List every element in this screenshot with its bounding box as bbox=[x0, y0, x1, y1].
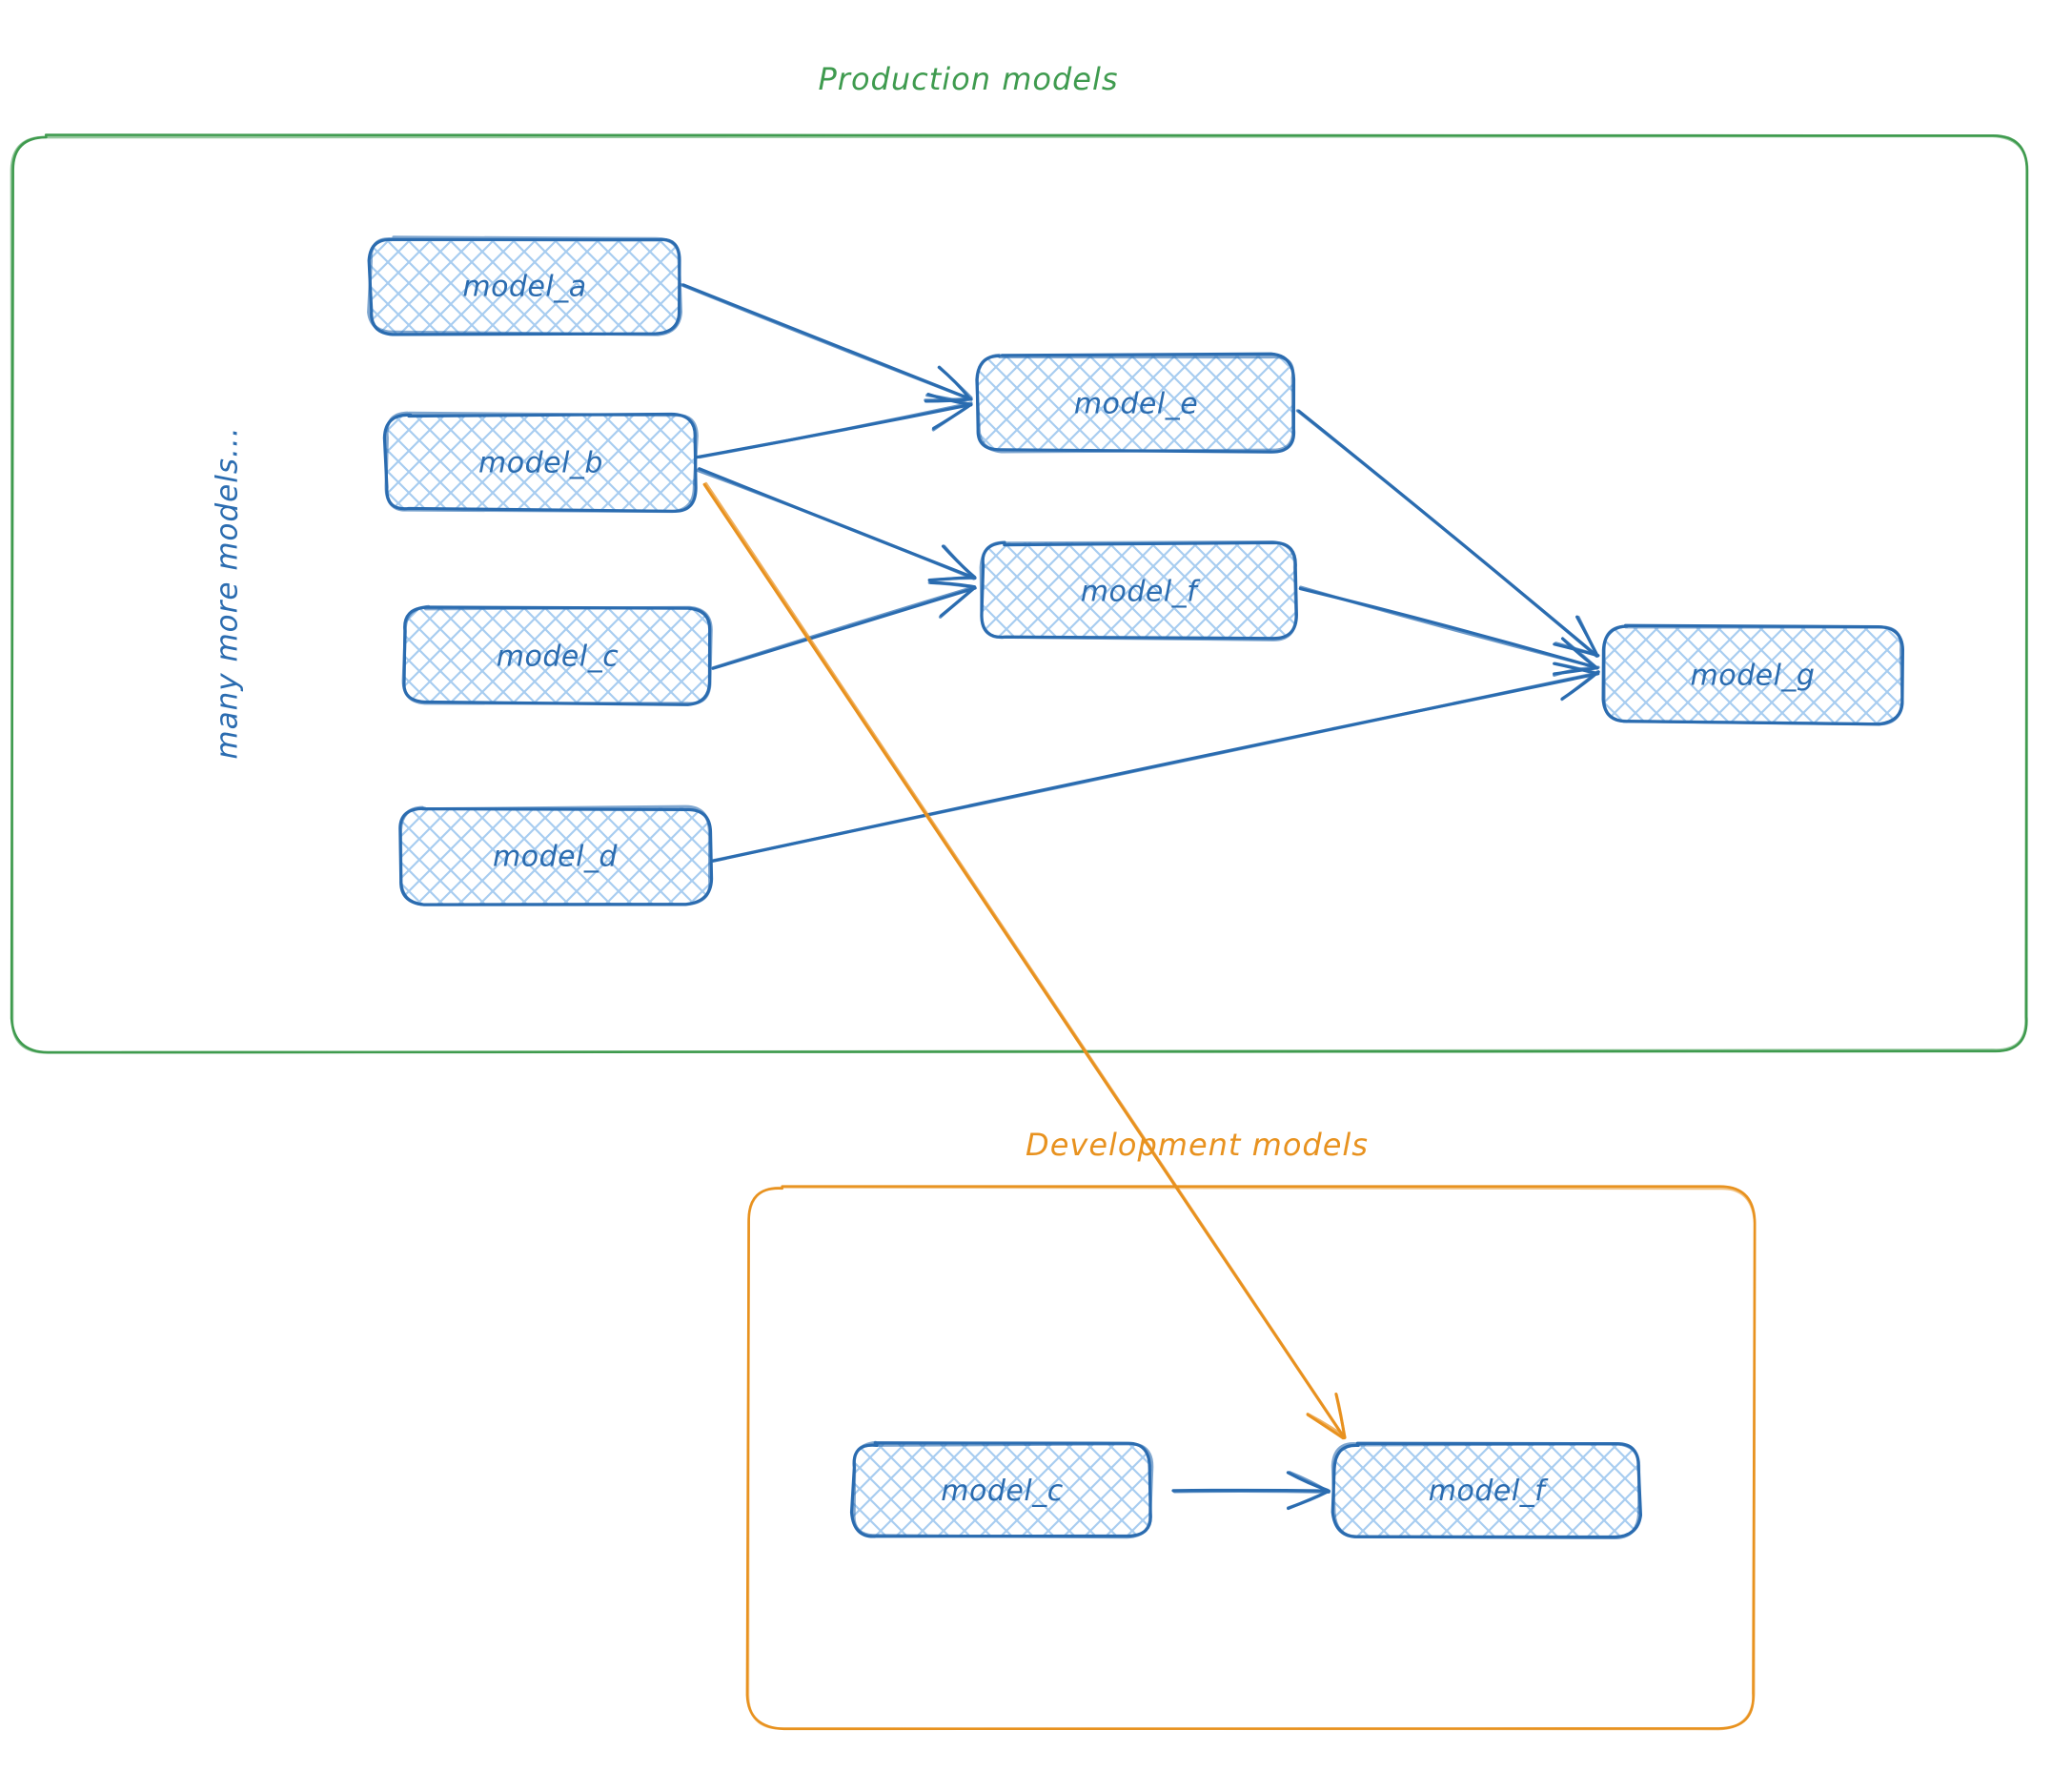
node-prod-model-g[interactable]: model_g bbox=[1601, 623, 1905, 726]
node-prod-model-d[interactable]: model_d bbox=[398, 804, 714, 906]
nodes: model_a model_b model_c model_d model_emodel… bbox=[367, 235, 1905, 1540]
edge-f-to-g bbox=[1298, 585, 1600, 677]
edge-devc-to-devf bbox=[1171, 1471, 1331, 1511]
group-container-development bbox=[745, 1185, 1757, 1731]
group-container-production bbox=[10, 133, 2029, 1054]
node-prod-model-a[interactable]: model_a bbox=[367, 235, 683, 336]
group-title-production: Production models bbox=[819, 61, 1119, 97]
side-note-many-more-models: many more models... bbox=[211, 426, 245, 759]
node-label: model_f bbox=[1081, 576, 1201, 609]
node-prod-model-e[interactable]: model_e bbox=[975, 352, 1296, 454]
node-dev-model-c[interactable]: model_c bbox=[849, 1440, 1154, 1539]
edges bbox=[680, 283, 1600, 1511]
node-label: model_f bbox=[1429, 1475, 1549, 1508]
edge-d-to-g bbox=[711, 662, 1600, 863]
edge-b-to-e bbox=[696, 393, 973, 459]
node-label: model_g bbox=[1691, 660, 1816, 693]
group-title-development: Development models bbox=[1026, 1127, 1369, 1163]
edge-a-to-e bbox=[680, 283, 973, 403]
edge-prodb-to-devf bbox=[702, 481, 1347, 1440]
node-prod-model-b[interactable]: model_b bbox=[382, 411, 699, 514]
edge-e-to-g bbox=[1295, 409, 1600, 658]
node-prod-model-f[interactable]: model_f bbox=[979, 539, 1298, 641]
node-prod-model-c[interactable]: model_c bbox=[401, 604, 713, 706]
node-label: model_d bbox=[493, 841, 618, 874]
node-label: model_e bbox=[1074, 388, 1198, 421]
edge-b-to-f bbox=[696, 467, 977, 582]
node-label: model_b bbox=[478, 447, 603, 480]
group-containers bbox=[10, 133, 2029, 1731]
node-label: model_c bbox=[941, 1475, 1063, 1508]
edge-c-to-f bbox=[711, 580, 977, 670]
node-dev-model-f[interactable]: model_f bbox=[1331, 1441, 1643, 1540]
node-label: model_c bbox=[497, 641, 619, 674]
node-label: model_a bbox=[462, 271, 586, 304]
